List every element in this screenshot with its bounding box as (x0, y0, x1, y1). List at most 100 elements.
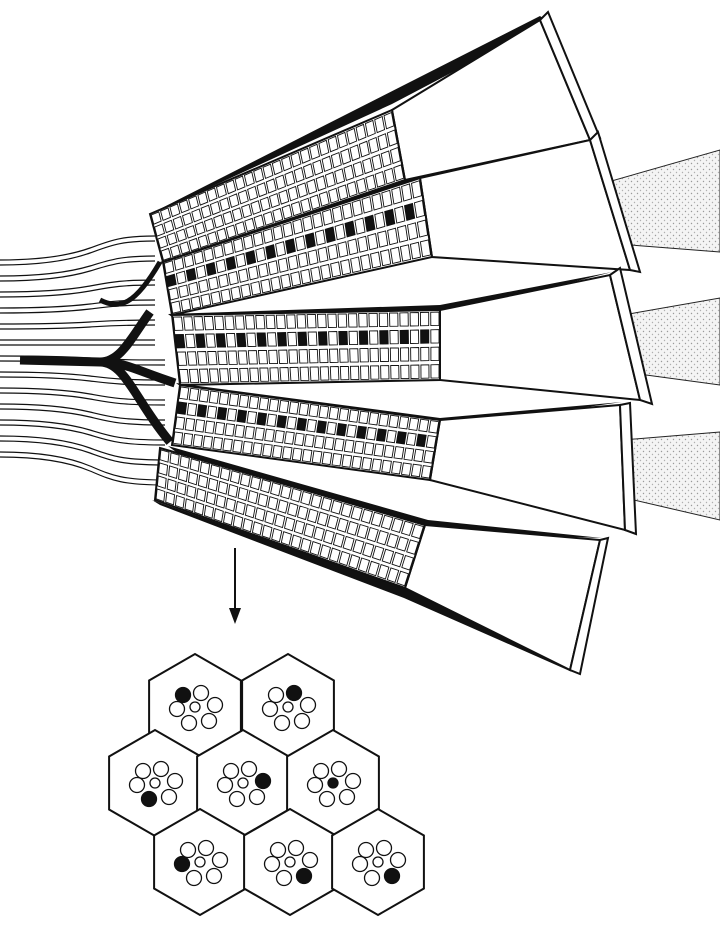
microvillus-segment (304, 232, 316, 249)
rhabdomere (261, 700, 279, 718)
microvillus-segment (361, 196, 373, 214)
microvillus-segment (328, 348, 339, 363)
optic-fibre (0, 419, 166, 441)
microvillus-segment (163, 219, 175, 234)
microvillus-segment (244, 504, 256, 519)
microvillus-segment (214, 315, 225, 331)
microvillus-segment (290, 271, 302, 287)
microvillus-segment (284, 238, 296, 255)
rhabdomere (189, 701, 201, 713)
microvillus-segment (206, 405, 218, 419)
microvillus-segment (420, 346, 430, 362)
microvillus-segment (368, 136, 380, 154)
microvillus-segment (165, 273, 177, 288)
microvillus-segment (329, 366, 340, 381)
microvillus-segment (235, 252, 247, 268)
microvillus-segment (191, 208, 203, 223)
microvillus-segment (269, 367, 280, 382)
rhabdomere (248, 788, 266, 806)
microvillus-segment (262, 163, 274, 180)
microvillus-segment (194, 221, 206, 236)
microvillus-segment (209, 200, 221, 216)
microvillus-segment (178, 284, 189, 298)
microvillus-segment (302, 163, 314, 180)
microvillus-segment (352, 539, 365, 555)
microvillus-segment (381, 548, 395, 565)
microvillus-segment (348, 330, 359, 346)
microvillus-segment (399, 347, 410, 362)
microvillus-segment (332, 532, 345, 548)
microvillus-segment (155, 488, 166, 503)
microvillus-segment (400, 364, 410, 380)
microvillus-segment (262, 443, 273, 458)
microvillus-segment (360, 508, 374, 524)
microvillus-segment (179, 241, 191, 255)
microvillus-segment (225, 224, 237, 239)
microvillus-segment (268, 192, 280, 209)
microvillus-segment (160, 247, 172, 261)
microvillus-segment (339, 348, 349, 363)
rhabdomere-row (154, 129, 398, 237)
crystalline-cone (428, 403, 627, 532)
microvillus-segment (352, 161, 364, 178)
optic-fibre (0, 408, 166, 426)
microvillus-segment (150, 211, 162, 225)
microvillus-segment (255, 314, 266, 330)
microvillus-segment (306, 313, 317, 329)
microvillus-segment (281, 204, 293, 220)
microvillus-segment (386, 129, 398, 147)
microvillus-segment (207, 477, 219, 492)
microvillus-segment (262, 228, 274, 244)
microvillus-segment (302, 215, 314, 232)
microvillus-segment (173, 256, 185, 271)
microvillus-segment (268, 349, 279, 365)
microvillus-segment (267, 496, 279, 511)
optic-fibre (0, 435, 166, 461)
microvillus-segment (237, 268, 249, 283)
microvillus-segment (357, 235, 369, 253)
microvillus-segment (362, 157, 374, 175)
microvillus-segment (366, 526, 379, 543)
microvillus-segment (350, 256, 362, 274)
microvillus-segment (300, 268, 312, 285)
microvillus-segment (314, 229, 326, 246)
microvillus-segment (275, 174, 287, 191)
microvillus-segment (200, 293, 212, 307)
microvillus-segment (234, 315, 245, 330)
microvillus-segment (179, 455, 190, 469)
microvillus-segment (226, 408, 238, 422)
optic-fibre (0, 255, 156, 277)
microvillus-segment (348, 409, 360, 423)
rhabdomere (312, 762, 330, 780)
rhabdomere-row (172, 311, 440, 331)
rhabdomere (216, 776, 234, 794)
microvillus-segment (418, 418, 430, 433)
microvillus-segment (341, 202, 353, 220)
microvillus-segment (330, 261, 342, 278)
microvillus-segment (222, 438, 233, 452)
microvillus-segment (370, 365, 380, 380)
microvillus-segment (277, 332, 287, 347)
microvillus-segment (391, 186, 403, 205)
microvillus-segment (363, 441, 375, 456)
microvillus-segment (237, 486, 249, 502)
microvillus-segment (172, 215, 184, 230)
microvillus-segment (321, 155, 333, 173)
rhabdomere (205, 867, 223, 885)
rhabdomere-row (176, 401, 437, 449)
microvillus-segment (235, 500, 246, 516)
microvillus-segment (388, 414, 400, 429)
microvillus-segment (318, 191, 330, 207)
microvillus-segment (354, 217, 366, 235)
microvillus-segment (399, 312, 409, 327)
microvillus-segment (359, 348, 369, 363)
microvillus-segment (241, 203, 253, 219)
rhabdomere (240, 760, 258, 778)
microvillus-segment (416, 219, 429, 238)
rhabdomere (237, 777, 249, 789)
microvillus-segment (383, 167, 395, 185)
microvillus-segment (178, 386, 190, 400)
microvillus-segment (208, 390, 220, 404)
microvillus-segment (349, 348, 359, 363)
rhabdomere (206, 696, 224, 714)
